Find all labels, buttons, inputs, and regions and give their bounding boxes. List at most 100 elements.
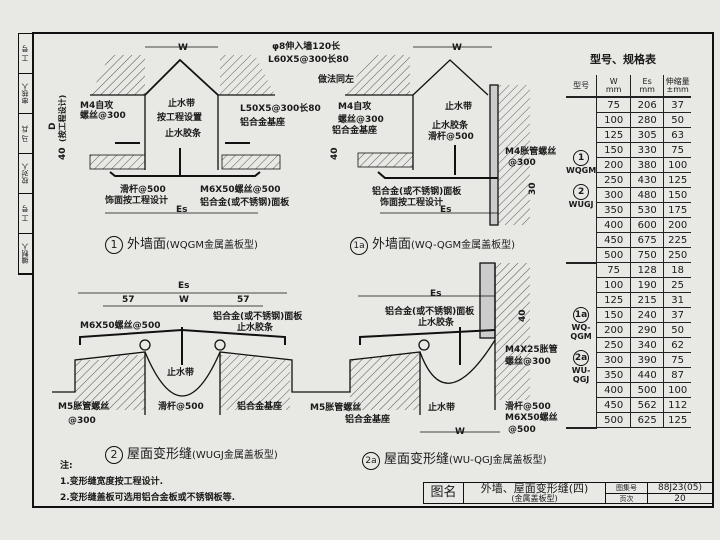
title-block: 图名 外墙、屋面变形缝(四) (金属盖板型) 图集号 页次 88J23(05) … (423, 482, 713, 504)
dim-d: D (48, 122, 58, 130)
cell-w: 200 (596, 322, 631, 338)
label-screw-spacing: 螺丝@300 (338, 115, 384, 125)
header-w-text: W (609, 76, 618, 86)
atlas-label: 图集号 (606, 483, 647, 494)
strip-cell: 审核人 (19, 74, 32, 114)
label-screw: M4自攻 (80, 101, 114, 111)
detail-1-drawing (89, 46, 281, 214)
cell-stretch: 112 (663, 397, 692, 413)
strip-cell: 马 兵 (19, 114, 32, 154)
header-unit: mm (639, 84, 655, 94)
header-stretch-text: 伸缩量 (665, 76, 690, 86)
cell-w: 200 (596, 157, 631, 173)
label-finish: 饰面按工程设计 (380, 198, 444, 208)
cell-stretch: 75 (663, 142, 692, 158)
cell-es: 430 (630, 172, 664, 188)
cell-es: 750 (630, 247, 664, 263)
label-angle-mid: L50X5@300长80 (240, 104, 321, 114)
note-item: 1.变形缝宽度按工程设计. (60, 477, 164, 487)
cell-stretch: 37 (663, 307, 692, 323)
detail-title: 外墙面 (372, 237, 412, 252)
label-screw: M4自攻 (338, 102, 372, 112)
label-panel: 铝合金(或不锈钢)面板 (200, 198, 290, 208)
cell-w: 300 (596, 352, 631, 368)
cell-es: 625 (630, 412, 664, 428)
dim-30: 30 (528, 182, 538, 195)
label-slide-bar: 滑杆@500 (120, 185, 166, 195)
cell-w: 500 (596, 247, 631, 263)
label-bolt: M6X50螺丝@500 (200, 185, 281, 195)
detail-subtitle: (WQ-QGM金属盖板型) (411, 240, 516, 251)
detail-number: 2a (362, 452, 380, 470)
cell-stretch: 25 (663, 277, 692, 293)
cell-stretch: 18 (663, 262, 692, 278)
cell-w: 400 (596, 382, 631, 398)
detail-2-drawing (52, 292, 300, 415)
cell-stretch: 250 (663, 247, 692, 263)
detail-title: 屋面变形缝 (127, 447, 193, 462)
label-slide-bar: 滑杆@500 (158, 402, 204, 412)
type-number: 2 (573, 184, 590, 201)
label-slide-bar: 滑杆@500 (505, 402, 551, 412)
header-es-text: Es (642, 76, 652, 86)
label-anchor-spacing: @300 (68, 416, 96, 426)
title-name-label: 图名 (424, 483, 464, 503)
dim-57-right: 57 (237, 295, 250, 305)
label-anchor-top-spacing: 螺丝@300 (505, 357, 551, 367)
note-item: 2.变形缝盖板可选用铝合金板或不锈钢板等. (60, 493, 236, 503)
label-anchor: M5胀管螺丝 (58, 402, 110, 412)
cell-stretch: 175 (663, 202, 692, 218)
cell-stretch: 62 (663, 337, 692, 353)
strip-cell: 工 号 (19, 34, 32, 74)
notes: 注: 1.变形缝宽度按工程设计. 2.变形缝盖板可选用铝合金板或不锈钢板等. (60, 458, 235, 506)
detail-1a-drawing (345, 46, 530, 226)
cell-w: 125 (596, 127, 631, 143)
cell-stretch: 63 (663, 127, 692, 143)
dim-40: 40 (58, 147, 68, 160)
cell-es: 380 (630, 157, 664, 173)
dim-d-note: (按工程设计) (58, 94, 67, 142)
type-number: 2a (573, 349, 590, 366)
type-number: 1 (573, 150, 590, 167)
label-bolt: M6X50螺丝 (505, 413, 558, 423)
label-rubber-strip: 止水胶条 (432, 121, 469, 131)
cell-w: 450 (596, 232, 631, 248)
cell-es: 600 (630, 217, 664, 233)
label-anchor-top: M4X25胀管 (505, 345, 558, 355)
dim-w: W (452, 43, 462, 53)
strip-cell: 编制人 (19, 234, 32, 274)
atlas-number: 88J23(05) (648, 483, 712, 494)
label-angle-top: L60X5@300长80 (268, 55, 349, 65)
label-bolt: M6X50螺丝@500 (80, 321, 161, 331)
cell-es: 562 (630, 397, 664, 413)
cell-es: 330 (630, 142, 664, 158)
cell-w: 400 (596, 217, 631, 233)
label-rebar: φ8伸入墙120长 (272, 42, 341, 52)
title-name: 外墙、屋面变形缝(四) (金属盖板型) (464, 483, 606, 503)
label-panel: 铝合金(或不锈钢)面板 (213, 312, 303, 322)
cell-w: 350 (596, 202, 631, 218)
cell-w: 250 (596, 337, 631, 353)
cell-es: 305 (630, 127, 664, 143)
cell-w: 300 (596, 187, 631, 203)
page-number: 20 (674, 494, 686, 504)
table-title: 型号、规格表 (590, 53, 656, 66)
cell-w: 500 (596, 412, 631, 428)
cell-es: 340 (630, 337, 664, 353)
cell-es: 206 (630, 97, 664, 113)
